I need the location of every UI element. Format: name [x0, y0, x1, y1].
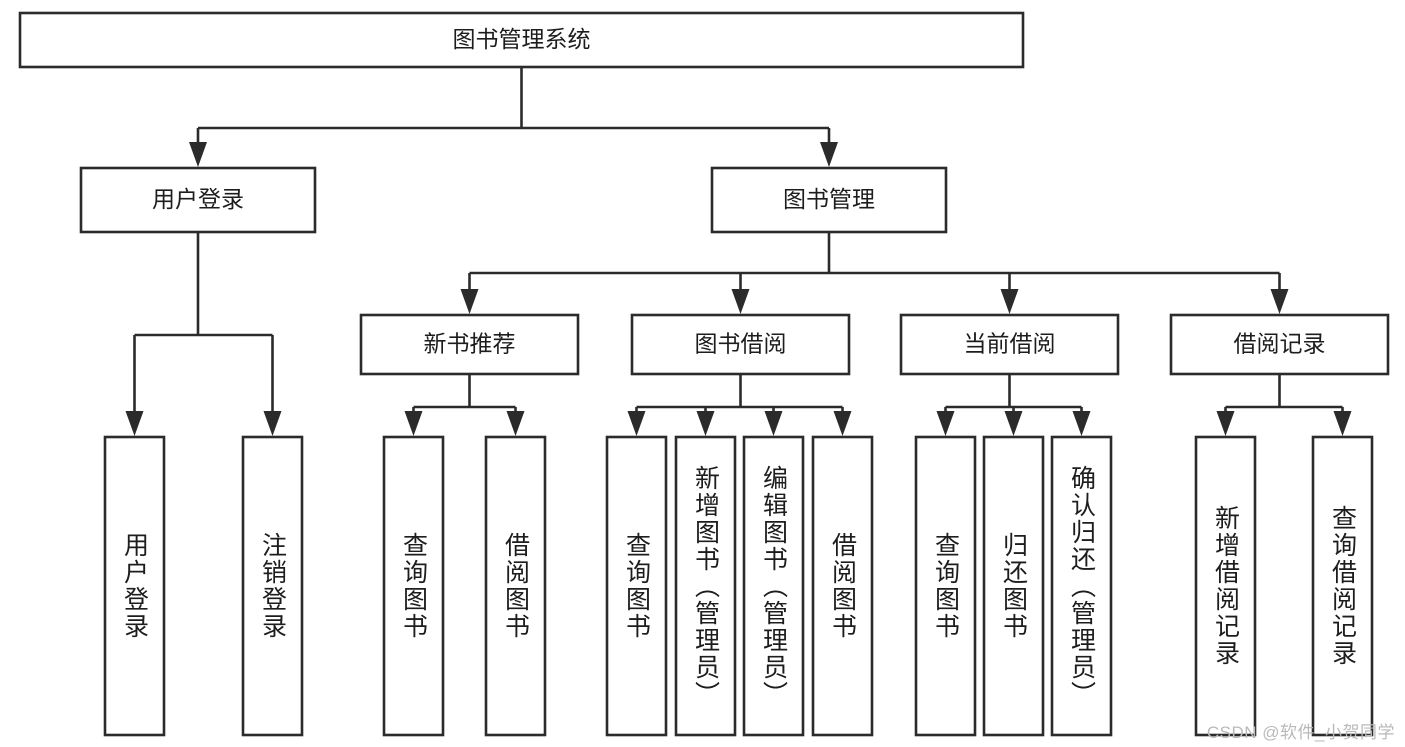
csdn-watermark: CSDN @软件_小贺同学	[1206, 723, 1395, 742]
node-box	[914, 435, 977, 737]
arrow-head-icon	[263, 411, 282, 436]
arrow-head-icon	[125, 411, 144, 436]
node-book-manage[interactable]: 图书管理	[710, 166, 948, 234]
node-leaf-cb-return[interactable]	[982, 435, 1045, 737]
node-label: 当前借阅	[964, 331, 1056, 357]
node-label: 新书推荐	[424, 331, 516, 357]
node-box	[1194, 435, 1257, 737]
arrow-head-icon	[936, 411, 955, 436]
arrow-head-icon	[1000, 289, 1019, 314]
arrow-head-icon	[1333, 411, 1352, 436]
node-leaf-br-add[interactable]	[1194, 435, 1257, 737]
node-label: 图书管理系统	[453, 26, 591, 52]
node-box	[241, 435, 304, 737]
node-leaf-br-query[interactable]	[1311, 435, 1374, 737]
arrow-head-icon	[1004, 411, 1023, 436]
arrow-head-icon	[1216, 411, 1235, 436]
node-user-login[interactable]: 用户登录	[79, 166, 317, 234]
node-box	[359, 313, 580, 376]
node-root[interactable]: 图书管理系统	[18, 11, 1025, 69]
node-leaf-bb-add[interactable]	[674, 435, 737, 737]
node-borrow-record[interactable]: 借阅记录	[1169, 313, 1390, 376]
arrow-head-icon	[731, 289, 750, 314]
arrow-head-icon	[696, 411, 715, 436]
node-label: 图书管理	[783, 186, 875, 212]
node-book-borrow[interactable]: 图书借阅	[630, 313, 851, 376]
arrow-head-icon	[404, 411, 423, 436]
node-box	[982, 435, 1045, 737]
arrow-head-icon	[460, 289, 479, 314]
node-box	[1050, 435, 1113, 737]
node-box	[742, 435, 805, 737]
node-box	[484, 435, 547, 737]
arrow-head-icon	[833, 411, 852, 436]
node-leaf-cb-confirm[interactable]	[1050, 435, 1113, 737]
arrow-head-icon	[627, 411, 646, 436]
node-leaf-bb-borrow[interactable]	[811, 435, 874, 737]
connector-layer	[125, 67, 1352, 436]
node-box	[710, 166, 948, 234]
node-box	[674, 435, 737, 737]
node-label: 用户登录	[152, 186, 244, 212]
arrow-head-icon	[764, 411, 783, 436]
node-box	[605, 435, 668, 737]
node-leaf-bb-edit[interactable]	[742, 435, 805, 737]
node-leaf-cb-query[interactable]	[914, 435, 977, 737]
arrow-head-icon	[506, 411, 525, 436]
node-leaf-rec-query[interactable]	[382, 435, 445, 737]
node-current-borrow[interactable]: 当前借阅	[899, 313, 1120, 376]
node-box	[79, 166, 317, 234]
node-box	[103, 435, 166, 737]
node-leaf-user-login[interactable]	[103, 435, 166, 737]
node-label: 图书借阅	[695, 331, 787, 357]
node-new-book-rec[interactable]: 新书推荐	[359, 313, 580, 376]
node-box	[1311, 435, 1374, 737]
node-box	[811, 435, 874, 737]
node-box	[1169, 313, 1390, 376]
node-leaf-rec-borrow[interactable]	[484, 435, 547, 737]
arrow-head-icon	[820, 142, 838, 167]
node-box	[630, 313, 851, 376]
arrow-head-icon	[1270, 289, 1289, 314]
arrow-head-icon	[189, 142, 207, 167]
node-box	[382, 435, 445, 737]
node-box	[899, 313, 1120, 376]
arrow-head-icon	[1072, 411, 1091, 436]
node-leaf-bb-query[interactable]	[605, 435, 668, 737]
node-box	[18, 11, 1025, 69]
node-label: 借阅记录	[1234, 331, 1326, 357]
node-leaf-user-logout[interactable]	[241, 435, 304, 737]
